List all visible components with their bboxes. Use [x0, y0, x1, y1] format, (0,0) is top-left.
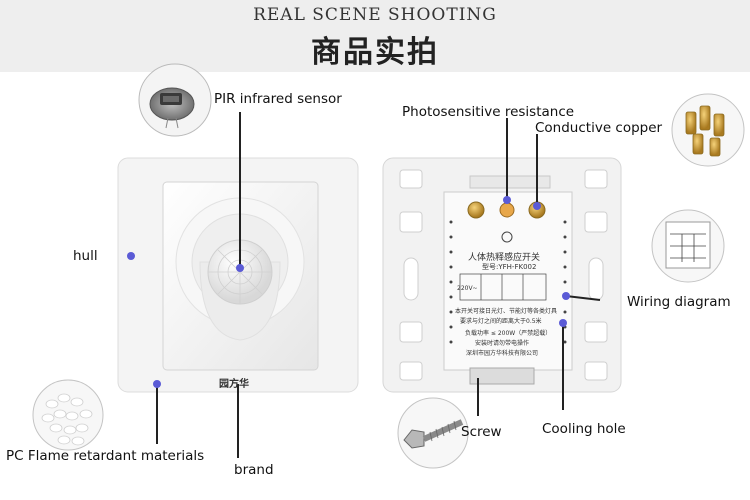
board-line-5: 深圳市园方华科技有限公司 — [466, 350, 539, 357]
label-cooling-hole: Cooling hole — [542, 421, 626, 437]
back-callouts — [477, 118, 601, 416]
screw-photo — [397, 397, 469, 469]
label-brand: brand — [234, 462, 274, 478]
front-switch — [117, 157, 359, 393]
board-line-1: 本开关可接日光灯、节能灯等各类灯具 — [455, 308, 558, 315]
banner-title-cn: 商品实拍 — [311, 35, 439, 70]
label-conductive-copper: Conductive copper — [535, 120, 663, 136]
label-pir-sensor: PIR infrared sensor — [214, 91, 342, 107]
board-voltage: 220V~ — [457, 285, 478, 292]
board-line-2: 要求与灯之间的距离大于0.5米 — [460, 318, 542, 325]
pir-sensor-photo — [138, 63, 212, 137]
label-hull: hull — [73, 248, 98, 264]
front-brand-mark: 园方华 — [219, 379, 249, 390]
title-banner: REAL SCENE SHOOTING 商品实拍 — [0, 0, 750, 72]
label-screw: Screw — [461, 424, 502, 440]
label-photosensitive: Photosensitive resistance — [402, 104, 575, 120]
label-wiring-diagram: Wiring diagram — [627, 294, 731, 310]
back-switch — [382, 157, 622, 393]
board-line-4: 安装时请勿带电操作 — [475, 340, 530, 347]
banner-title-en: REAL SCENE SHOOTING — [253, 5, 497, 25]
board-model: 型号:YFH-FK002 — [482, 263, 537, 271]
copper-standoffs-photo — [671, 93, 745, 167]
pc-pellets-photo — [32, 379, 104, 451]
board-line-3: 负载功率 ≤ 200W（严禁超载） — [465, 330, 552, 337]
front-callouts — [127, 112, 244, 458]
board-title: 人体热释感应开关 — [468, 253, 541, 263]
wiring-diagram-photo — [651, 209, 725, 283]
label-pc-material: PC Flame retardant materials — [6, 448, 205, 464]
